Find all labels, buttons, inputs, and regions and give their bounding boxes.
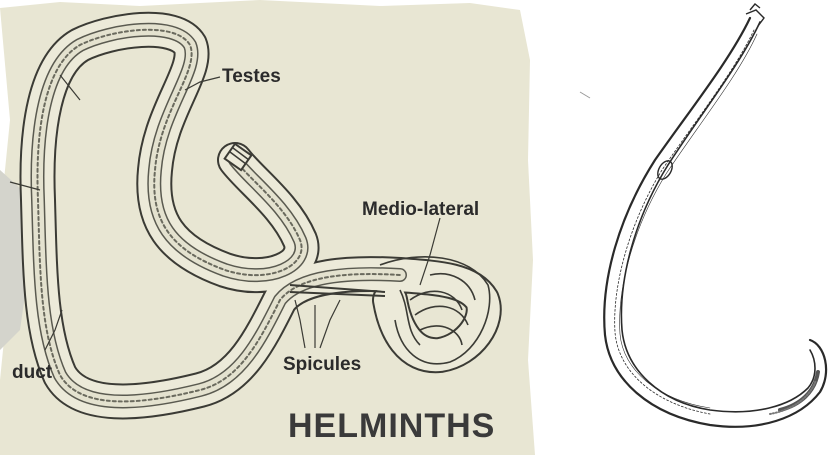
diagram-title: HELMINTHS (288, 407, 495, 445)
label-testes: Testes (222, 66, 281, 87)
label-medio-lateral: Medio-lateral (362, 199, 479, 220)
nematode-drawing-panel (560, 0, 835, 455)
helminth-diagram-panel: Testes Medio-lateral Spicules duct HELMI… (0, 0, 535, 455)
helminth-diagram: Testes Medio-lateral Spicules duct HELMI… (0, 0, 535, 455)
nematode-drawing (560, 0, 835, 455)
label-spicules: Spicules (283, 354, 361, 375)
label-duct: duct (12, 362, 53, 383)
